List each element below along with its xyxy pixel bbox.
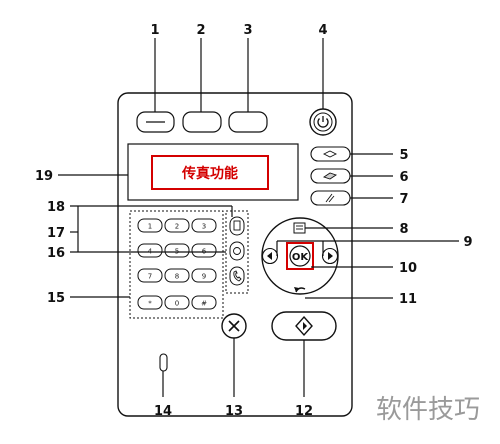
callout-12: 12: [295, 404, 313, 419]
scan-button[interactable]: [310, 190, 351, 206]
callout-14: 14: [154, 404, 172, 419]
callout-leaders: [58, 38, 459, 397]
menu-button[interactable]: [293, 222, 306, 234]
power-icon: [317, 118, 329, 128]
key-hash-label: #: [201, 300, 207, 308]
callout-5: 5: [399, 148, 408, 163]
button-2[interactable]: [182, 111, 222, 133]
key-1-label: 1: [148, 223, 152, 231]
ok-button[interactable]: [289, 245, 311, 267]
key-star-label: *: [148, 300, 152, 308]
address-book-icon: [233, 220, 241, 231]
key-9[interactable]: [191, 268, 217, 283]
callout-8: 8: [399, 222, 408, 237]
key-5[interactable]: [164, 243, 190, 258]
redial-button[interactable]: [229, 241, 245, 261]
callout-3: 3: [243, 23, 252, 38]
ok-highlight-box: [286, 242, 314, 270]
callout-6: 6: [399, 170, 408, 185]
copy-icon: [322, 172, 338, 180]
key-9-label: 9: [202, 273, 206, 281]
watermark-text: 软件技巧: [376, 395, 480, 425]
key-0-label: 0: [175, 300, 179, 308]
key-7[interactable]: [137, 268, 163, 283]
scan-icon: [325, 193, 335, 203]
key-hash[interactable]: [191, 295, 217, 310]
key-4[interactable]: [137, 243, 163, 258]
callout-18: 18: [47, 200, 65, 215]
key-1[interactable]: [137, 218, 163, 233]
stop-icon: [228, 320, 240, 332]
callout-10: 10: [399, 261, 417, 276]
callout-13: 13: [225, 404, 243, 419]
key-6[interactable]: [191, 243, 217, 258]
button-3[interactable]: [228, 111, 268, 133]
callout-7: 7: [399, 192, 408, 207]
back-icon-arrowhead: [294, 287, 299, 292]
start-icon-triangle: [303, 322, 307, 330]
key-8-label: 8: [175, 273, 179, 281]
callout-11: 11: [399, 292, 417, 307]
key-7-label: 7: [148, 273, 152, 281]
phone-icon: [233, 270, 242, 282]
key-3-label: 3: [202, 223, 206, 231]
callout-2: 2: [196, 23, 205, 38]
callout-17: 17: [47, 226, 65, 241]
key-2[interactable]: [164, 218, 190, 233]
callout-19: 19: [35, 169, 53, 184]
key-0[interactable]: [164, 295, 190, 310]
callout-4: 4: [318, 23, 327, 38]
left-arrow-icon: [267, 252, 272, 260]
key-8[interactable]: [164, 268, 190, 283]
redial-icon: [233, 247, 241, 255]
key-2-label: 2: [175, 223, 179, 231]
lcd-text: 传真功能: [181, 165, 238, 182]
right-arrow-icon: [328, 252, 333, 260]
on-hook-dial-button[interactable]: [229, 266, 245, 286]
ok-label: OK: [292, 252, 310, 263]
callout-1: 1: [150, 23, 159, 38]
callout-15: 15: [47, 291, 65, 306]
status-led: [159, 353, 168, 372]
fax-button[interactable]: [310, 146, 351, 162]
lcd-highlight-box: [151, 155, 269, 190]
callout-9: 9: [463, 235, 472, 250]
fax-icon: [322, 150, 338, 158]
address-book-button[interactable]: [229, 216, 245, 236]
key-3[interactable]: [191, 218, 217, 233]
callout-16: 16: [47, 246, 65, 261]
key-star[interactable]: [137, 295, 163, 310]
